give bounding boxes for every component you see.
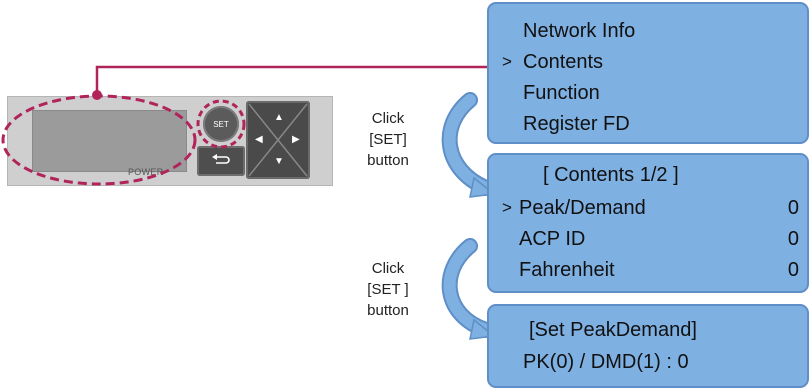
contents-row-acp-id[interactable]: ACP ID 0 — [519, 227, 799, 251]
direction-pad[interactable]: ▲ ◀ ▶ ▼ — [246, 101, 310, 179]
contents-cursor: > — [502, 198, 512, 217]
set-peakdemand-line: PK(0) / DMD(1) : 0 — [523, 351, 689, 373]
menu-item-register-fd[interactable]: Register FD — [523, 113, 630, 135]
main-menu-box: Network Info > Contents Function Registe… — [487, 2, 809, 144]
step-1-label: Click [SET] button — [353, 108, 423, 171]
set-peakdemand-box: [Set PeakDemand] PK(0) / DMD(1) : 0 — [487, 304, 809, 388]
step-2-line-1: Click — [371, 260, 405, 277]
step-2-line-2: [SET ] — [367, 281, 409, 298]
set-button-label: SET — [213, 119, 229, 129]
left-arrow-icon[interactable]: ◀ — [255, 134, 263, 145]
flow-arrow-1 — [441, 92, 496, 198]
row-value: 0 — [787, 228, 799, 250]
lcd-display — [32, 110, 187, 172]
contents-menu-box: [ Contents 1/2 ] > Peak/Demand 0 ACP ID … — [487, 153, 809, 293]
back-button[interactable] — [197, 146, 245, 176]
contents-row-fahrenheit[interactable]: Fahrenheit 0 — [519, 258, 799, 282]
menu-item-network-info[interactable]: Network Info — [523, 20, 636, 42]
row-label: Peak/Demand — [519, 197, 646, 219]
step-2-line-3: button — [367, 302, 409, 319]
row-label: ACP ID — [519, 228, 586, 250]
step-1-line-1: Click — [371, 110, 405, 127]
set-button[interactable]: SET — [203, 106, 239, 142]
step-1-line-3: button — [367, 152, 409, 169]
row-label: Fahrenheit — [519, 259, 615, 281]
set-button-highlight — [196, 99, 246, 149]
return-arrow-icon — [211, 152, 231, 171]
power-label: POWER — [128, 167, 164, 177]
up-arrow-icon[interactable]: ▲ — [274, 112, 284, 123]
menu-item-contents[interactable]: Contents — [523, 51, 604, 73]
set-peakdemand-title: [Set PeakDemand] — [529, 319, 697, 341]
display-highlight — [1, 94, 197, 186]
menu-item-function[interactable]: Function — [523, 82, 600, 104]
step-2-label: Click [SET ] button — [353, 258, 423, 321]
row-value: 0 — [787, 197, 799, 219]
row-value: 0 — [787, 259, 799, 281]
right-arrow-icon[interactable]: ▶ — [292, 134, 300, 145]
step-1-line-2: [SET] — [369, 131, 407, 148]
down-arrow-icon[interactable]: ▼ — [274, 156, 284, 167]
callout-line — [95, 65, 487, 95]
contents-row-peak-demand[interactable]: Peak/Demand 0 — [519, 196, 799, 220]
contents-title: [ Contents 1/2 ] — [543, 164, 679, 186]
menu-cursor: > — [502, 52, 512, 71]
